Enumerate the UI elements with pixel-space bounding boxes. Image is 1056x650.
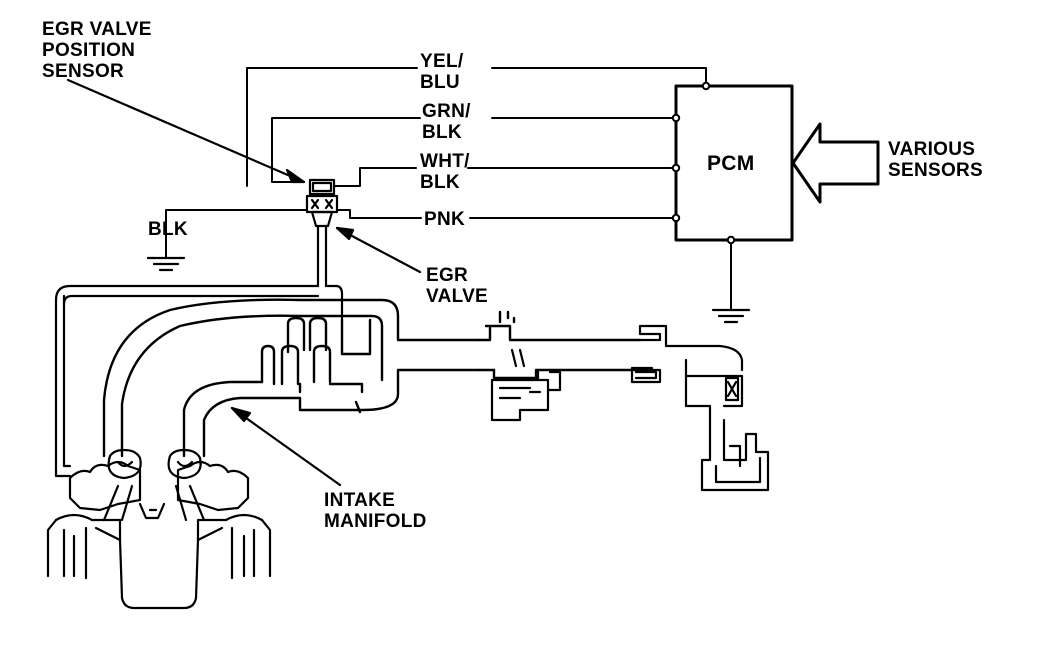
wire-label-yel-blu: YEL/ BLU <box>420 51 463 93</box>
egr-sensor-label-line-3: SENSOR <box>42 61 125 82</box>
egr-sensor-label-line-1: EGR VALVE <box>42 19 152 40</box>
various-sensors-label: VARIOUS SENSORS <box>888 139 983 181</box>
egr-pipe <box>54 284 344 478</box>
intake-manifold <box>102 298 652 458</box>
wire-label-yel-blu-line-1: YEL/ <box>420 51 464 72</box>
wiring <box>165 67 732 311</box>
egr-valve-label-line-2: VALVE <box>426 286 489 307</box>
intake-manifold-label-line-2: MANIFOLD <box>324 511 427 532</box>
wire-blk <box>165 209 310 259</box>
engine <box>46 448 272 610</box>
wire-wht-blk <box>333 167 677 187</box>
wire-label-grn-blk-line-2: BLK <box>422 122 462 143</box>
wire-label-wht-blk-line-1: WHT/ <box>420 151 470 172</box>
air-duct <box>630 324 744 422</box>
egr-sensor-label-line-2: POSITION <box>42 40 136 61</box>
throttle-body <box>490 348 562 422</box>
pointer-intake-manifold <box>230 406 342 487</box>
egr-valve-label: EGR VALVE <box>426 265 488 307</box>
wire-label-wht-blk-line-2: BLK <box>420 172 460 193</box>
wire-label-yel-blu-line-2: BLU <box>420 72 460 93</box>
wire-label-wht-blk: WHT/ BLK <box>420 151 470 193</box>
resonator <box>700 418 770 492</box>
various-sensors-label-line-1: VARIOUS <box>888 139 976 160</box>
egr-valve-label-line-1: EGR <box>426 265 469 286</box>
wire-pnk <box>334 209 677 219</box>
egr-valve-assembly <box>305 178 339 288</box>
egr-valve-position-sensor-label: EGR VALVE POSITION SENSOR <box>42 19 152 82</box>
various-sensors-label-line-2: SENSORS <box>888 160 984 181</box>
intake-manifold-label-line-1: INTAKE <box>324 490 396 511</box>
wire-grn-blk <box>271 117 677 183</box>
wire-label-grn-blk: GRN/ BLK <box>422 101 471 143</box>
ground-symbol-pcm <box>711 308 751 324</box>
ground-symbol-blk <box>146 256 186 272</box>
label-pointers <box>66 78 422 487</box>
pcm-label: PCM <box>707 152 755 175</box>
pcm-terminals <box>671 81 736 245</box>
wire-label-grn-blk-line-1: GRN/ <box>422 101 471 122</box>
wire-yel-blu <box>246 67 707 187</box>
wire-label-pnk: PNK <box>424 209 466 230</box>
wire-label-blk: BLK <box>148 219 188 240</box>
intake-manifold-label: INTAKE MANIFOLD <box>324 490 427 532</box>
various-sensors-arrow <box>791 122 880 204</box>
pointer-egr-sensor <box>66 78 306 184</box>
